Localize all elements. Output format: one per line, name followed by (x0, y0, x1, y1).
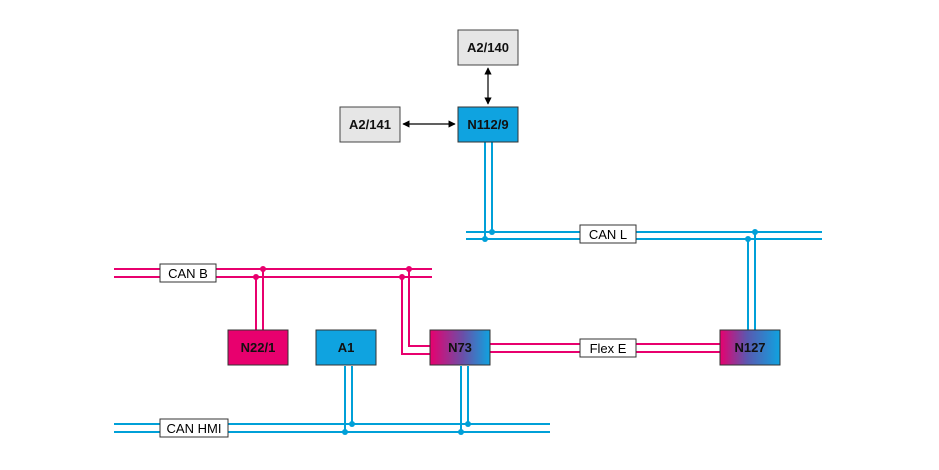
node-n22-1-label: N22/1 (241, 340, 276, 355)
bus-label-flex-e: Flex E (579, 338, 637, 358)
node-n22-1: N22/1 (227, 329, 289, 366)
node-a1-label: A1 (338, 340, 355, 355)
can-hmi-junctions (342, 421, 471, 435)
node-n73-label: N73 (448, 340, 472, 355)
bus-label-can-b: CAN B (159, 263, 217, 283)
bus-label-flex-e-text: Flex E (590, 341, 627, 356)
node-n127-label: N127 (734, 340, 765, 355)
can-l-junctions (482, 229, 758, 242)
can-b-junctions (253, 266, 412, 280)
node-a2-140-label: A2/140 (467, 40, 509, 55)
node-a2-141: A2/141 (339, 106, 401, 143)
bus-label-can-b-text: CAN B (168, 266, 208, 281)
node-a2-140: A2/140 (457, 29, 519, 66)
node-n73: N73 (429, 329, 491, 366)
node-n112-9: N112/9 (457, 106, 519, 143)
node-n112-9-label: N112/9 (467, 117, 508, 132)
bus-label-can-l-text: CAN L (589, 227, 627, 242)
a2-connections (402, 67, 492, 128)
can-l-bus (466, 142, 822, 330)
bus-label-can-l: CAN L (579, 224, 637, 244)
node-a2-141-label: A2/141 (349, 117, 391, 132)
node-a1: A1 (315, 329, 377, 366)
node-n127: N127 (719, 329, 781, 366)
bus-label-can-hmi-text: CAN HMI (167, 421, 222, 436)
bus-label-can-hmi: CAN HMI (159, 418, 229, 438)
